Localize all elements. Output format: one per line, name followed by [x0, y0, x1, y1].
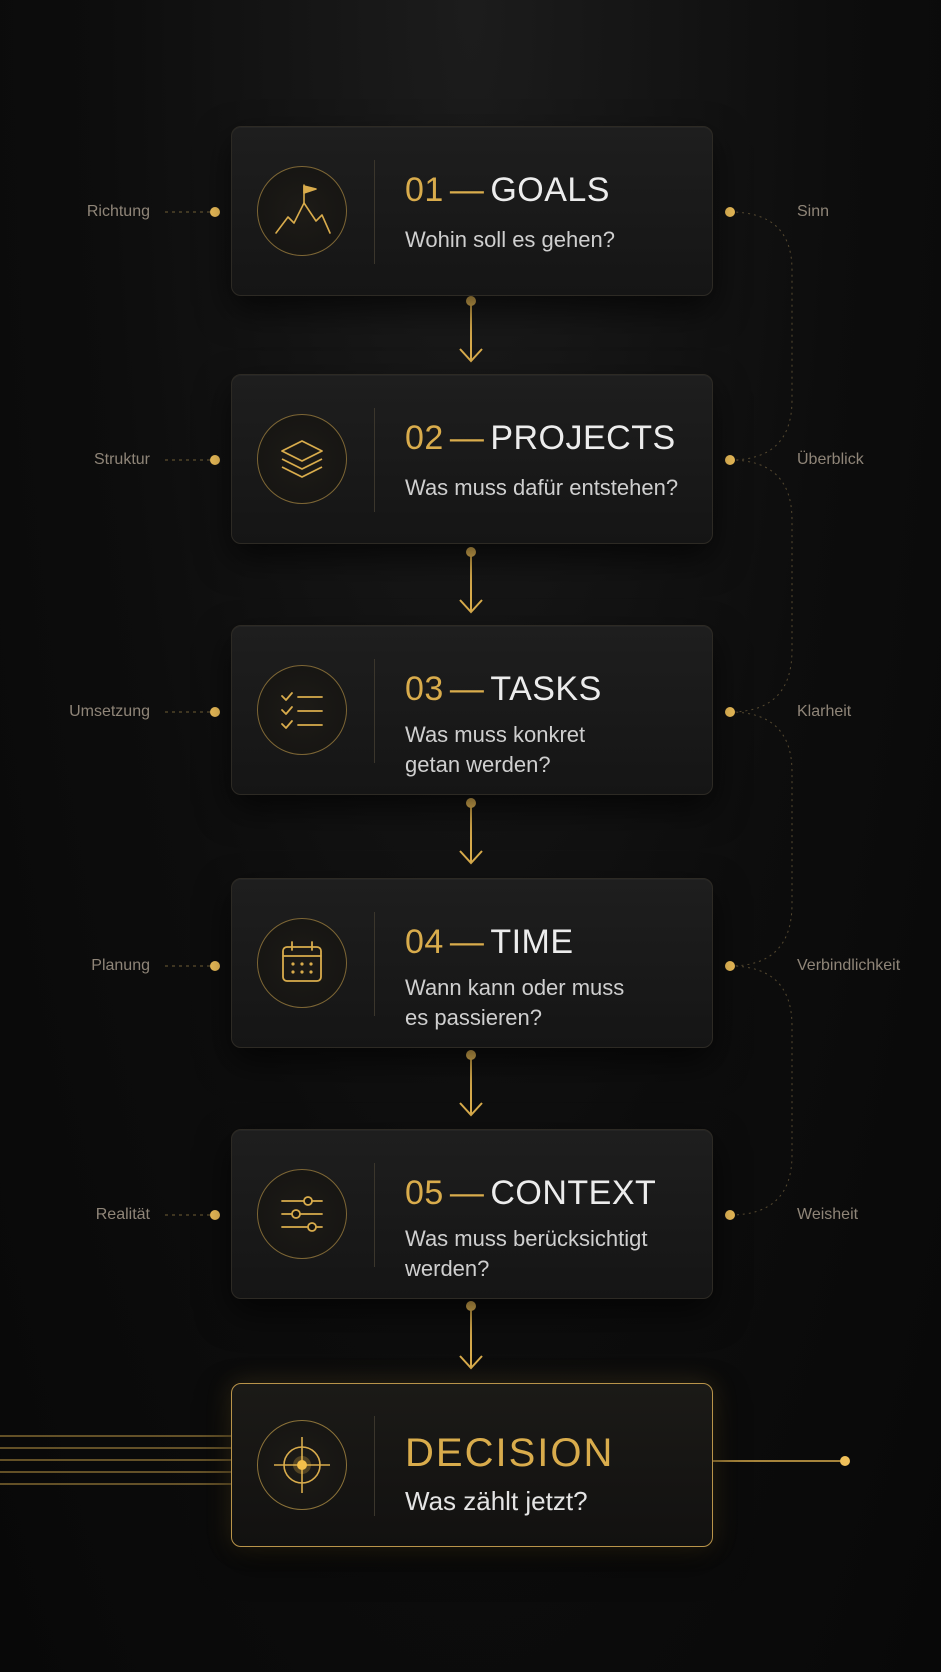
step-number: 03	[405, 670, 444, 708]
separator	[374, 659, 375, 763]
left-label-goals: Richtung	[86, 203, 150, 220]
decision-card: DECISION Was zählt jetzt?	[231, 1383, 713, 1547]
step-card-time: 04—TIME Wann kann oder muss es passieren…	[231, 878, 713, 1048]
sliders-icon	[257, 1169, 347, 1259]
step-card-goals: 01—GOALS Wohin soll es gehen?	[231, 126, 713, 296]
left-label-context: Realität	[95, 1206, 150, 1223]
step-question: Was muss dafür entstehen?	[405, 475, 679, 500]
step-question: Wann kann oder muss es passieren?	[405, 975, 625, 1030]
separator	[374, 912, 375, 1016]
step-name: TIME	[490, 923, 574, 961]
step-number: 01	[405, 171, 444, 209]
decision-question: Was zählt jetzt?	[405, 1486, 588, 1516]
mountain-flag-icon	[257, 166, 347, 256]
right-label-projects: Überblick	[797, 451, 864, 468]
step-card-context: 05—CONTEXT Was muss berücksichtigt werde…	[231, 1129, 713, 1299]
right-label-goals: Sinn	[797, 203, 830, 220]
step-dash: —	[449, 419, 485, 457]
step-question: Wohin soll es gehen?	[405, 227, 615, 252]
separator	[374, 160, 375, 264]
step-question: Was muss berücksichtigt werden?	[405, 1226, 648, 1281]
separator	[374, 408, 375, 512]
separator	[374, 1416, 375, 1516]
left-label-time: Planung	[91, 957, 150, 974]
step-title: 04—TIME	[405, 925, 574, 959]
step-dash: —	[449, 923, 485, 961]
step-title: 03—TASKS	[405, 672, 602, 706]
step-number: 04	[405, 923, 444, 961]
step-name: TASKS	[490, 670, 602, 708]
step-dash: —	[449, 1174, 485, 1212]
step-title: 02—PROJECTS	[405, 421, 676, 455]
step-name: GOALS	[490, 171, 610, 209]
step-question: Was muss konkret getan werden?	[405, 722, 586, 777]
step-dash: —	[449, 670, 485, 708]
calendar-icon	[257, 918, 347, 1008]
decision-title: DECISION	[405, 1431, 615, 1475]
step-title: 01—GOALS	[405, 173, 610, 207]
right-label-time: Verbindlichkeit	[797, 957, 901, 974]
step-card-projects: 02—PROJECTS Was muss dafür entstehen?	[231, 374, 713, 544]
target-icon	[257, 1420, 347, 1510]
left-label-projects: Struktur	[93, 451, 150, 468]
right-label-context: Weisheit	[797, 1206, 859, 1223]
checklist-icon	[257, 665, 347, 755]
left-label-tasks: Umsetzung	[69, 703, 150, 720]
step-number: 02	[405, 419, 444, 457]
separator	[374, 1163, 375, 1267]
step-number: 05	[405, 1174, 444, 1212]
step-name: CONTEXT	[490, 1174, 657, 1212]
layers-icon	[257, 414, 347, 504]
right-label-tasks: Klarheit	[797, 703, 852, 720]
step-name: PROJECTS	[490, 419, 676, 457]
step-title: 05—CONTEXT	[405, 1176, 656, 1210]
step-dash: —	[449, 171, 485, 209]
step-card-tasks: 03—TASKS Was muss konkret getan werden?	[231, 625, 713, 795]
